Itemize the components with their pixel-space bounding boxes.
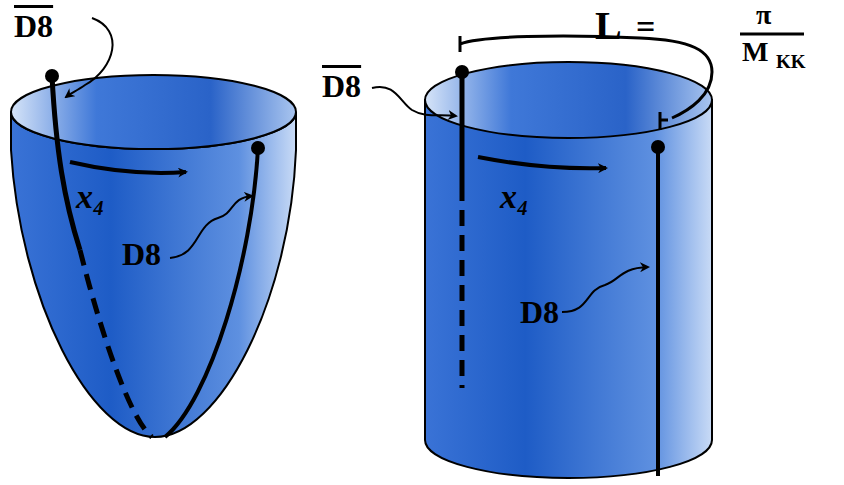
length-label: L [595,6,622,46]
brane-label: D8 [520,296,559,328]
coordinate-label: x₄ [500,180,529,214]
cylinder-shape [372,36,712,478]
brane-label: D8 [122,238,161,270]
length-label: KK [776,52,806,71]
length-label: π [756,1,771,29]
coordinate-label: x₄ [76,180,105,214]
fraction-bar [740,33,804,36]
length-label: = [636,10,655,44]
brane-label: D8 [14,10,53,42]
brane-label: D8 [322,70,361,102]
cigar-shape [11,18,296,437]
length-label: M [742,38,768,66]
